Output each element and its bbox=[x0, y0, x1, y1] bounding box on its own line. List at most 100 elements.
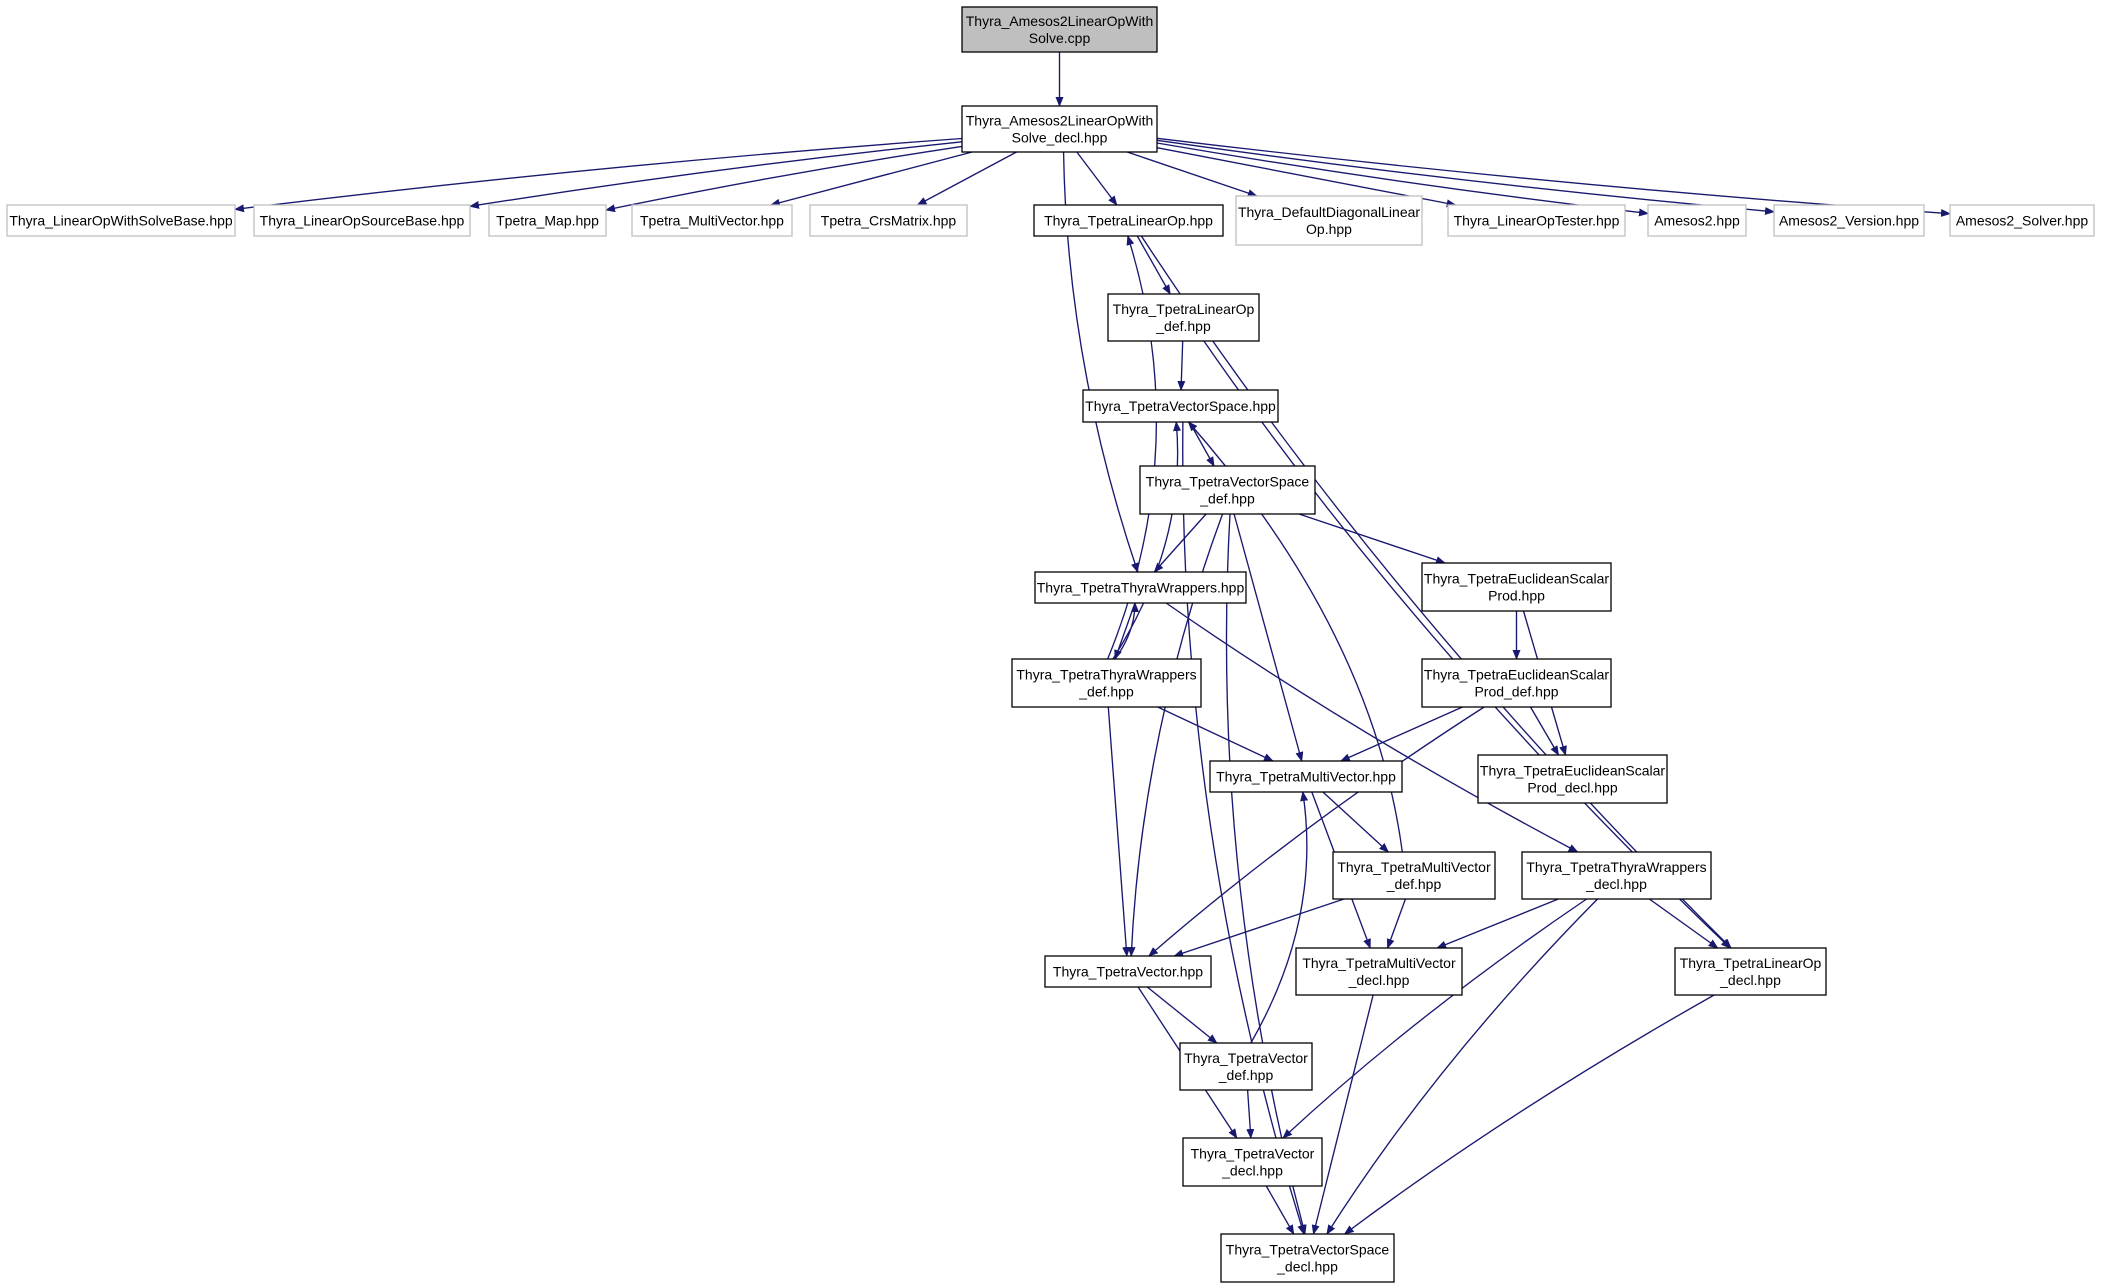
node-tpetra_mv[interactable]: Tpetra_MultiVector.hpp bbox=[631, 204, 793, 237]
node-label: Thyra_TpetraLinearOp bbox=[1113, 301, 1255, 317]
edge-amesos_decl-to-lows_base bbox=[234, 137, 963, 213]
node-box bbox=[1773, 204, 1925, 237]
node-label: Thyra_TpetraVectorSpace bbox=[1226, 1242, 1390, 1258]
node-label: Thyra_TpetraEuclideanScalar bbox=[1424, 667, 1610, 683]
node-label: Solve_decl.hpp bbox=[1012, 130, 1108, 146]
node-lows_base[interactable]: Thyra_LinearOpWithSolveBase.hpp bbox=[6, 204, 236, 237]
edge-tlo-to-tlo_def bbox=[1136, 235, 1171, 295]
node-label: _decl.hpp bbox=[1585, 876, 1647, 892]
node-label: Prod_decl.hpp bbox=[1527, 780, 1618, 796]
node-label: Thyra_LinearOpSourceBase.hpp bbox=[260, 213, 465, 229]
node-box bbox=[1209, 760, 1403, 793]
node-label: Thyra_Amesos2LinearOpWith bbox=[966, 13, 1154, 29]
node-lotester[interactable]: Thyra_LinearOpTester.hpp bbox=[1447, 204, 1626, 237]
node-box bbox=[631, 204, 793, 237]
node-label: Thyra_TpetraEuclideanScalar bbox=[1480, 763, 1666, 779]
edge-tmv-to-tmv_def bbox=[1322, 791, 1390, 853]
node-label: Prod_def.hpp bbox=[1474, 684, 1558, 700]
edge-ttw_decl-to-tvs_decl bbox=[1326, 898, 1599, 1235]
node-label: Thyra_LinearOpWithSolveBase.hpp bbox=[9, 213, 233, 229]
node-label: Tpetra_Map.hpp bbox=[496, 213, 599, 229]
node-tpetra_crs[interactable]: Tpetra_CrsMatrix.hpp bbox=[809, 204, 968, 237]
edge-amesos_decl-to-ddlo bbox=[1127, 151, 1258, 197]
edge-tvs_def-to-tmv bbox=[1233, 513, 1304, 762]
node-box bbox=[1421, 562, 1612, 612]
edge-tmv_decl-to-tvs_decl bbox=[1311, 994, 1374, 1235]
node-box bbox=[961, 6, 1158, 53]
node-box bbox=[1033, 204, 1224, 237]
node-label: Thyra_TpetraVector bbox=[1184, 1050, 1308, 1066]
node-tlo_def[interactable]: Thyra_TpetraLinearOp_def.hpp bbox=[1107, 293, 1260, 342]
node-amesos2_ver[interactable]: Amesos2_Version.hpp bbox=[1773, 204, 1925, 237]
node-label: _def.hpp bbox=[1218, 1067, 1274, 1083]
edge-ttw_decl-to-tv_decl bbox=[1282, 898, 1588, 1139]
node-label: Thyra_TpetraMultiVector.hpp bbox=[1216, 769, 1396, 785]
node-tv[interactable]: Thyra_TpetraVector.hpp bbox=[1044, 955, 1212, 988]
node-label: Solve.cpp bbox=[1029, 30, 1091, 46]
node-label: Prod.hpp bbox=[1488, 588, 1545, 604]
node-box bbox=[1295, 947, 1463, 996]
edge-amesos_decl-to-tpetra_mv bbox=[769, 151, 973, 207]
node-tvs[interactable]: Thyra_TpetraVectorSpace.hpp bbox=[1082, 389, 1279, 423]
node-label: _decl.hpp bbox=[1719, 972, 1781, 988]
node-ttw_def[interactable]: Thyra_TpetraThyraWrappers_def.hpp bbox=[1011, 658, 1202, 708]
nodes-layer: Thyra_Amesos2LinearOpWithSolve.cppThyra_… bbox=[6, 6, 2095, 1283]
node-box bbox=[6, 204, 236, 237]
node-label: _decl.hpp bbox=[1221, 1163, 1283, 1179]
node-tpetra_map[interactable]: Tpetra_Map.hpp bbox=[488, 204, 607, 237]
node-ttw[interactable]: Thyra_TpetraThyraWrappers.hpp bbox=[1034, 571, 1247, 604]
node-tmv[interactable]: Thyra_TpetraMultiVector.hpp bbox=[1209, 760, 1403, 793]
node-tv_def[interactable]: Thyra_TpetraVector_def.hpp bbox=[1179, 1042, 1313, 1091]
edge-amesos_decl-to-los_base bbox=[469, 141, 963, 209]
node-tmv_decl[interactable]: Thyra_TpetraMultiVector_decl.hpp bbox=[1295, 947, 1463, 996]
node-label: Thyra_TpetraVectorSpace bbox=[1146, 474, 1310, 490]
node-label: _def.hpp bbox=[1386, 876, 1442, 892]
node-box bbox=[1647, 204, 1747, 237]
edge-amesos_decl-to-tpetra_map bbox=[605, 145, 963, 213]
node-box bbox=[488, 204, 607, 237]
node-label: Thyra_TpetraMultiVector bbox=[1337, 859, 1491, 875]
node-label: Tpetra_MultiVector.hpp bbox=[640, 213, 784, 229]
node-label: Thyra_TpetraVectorSpace.hpp bbox=[1085, 398, 1276, 414]
node-los_base[interactable]: Thyra_LinearOpSourceBase.hpp bbox=[253, 204, 471, 237]
node-label: _decl.hpp bbox=[1348, 972, 1410, 988]
node-label: Thyra_TpetraThyraWrappers bbox=[1016, 667, 1196, 683]
node-label: Thyra_Amesos2LinearOpWith bbox=[966, 113, 1154, 129]
node-tv_decl[interactable]: Thyra_TpetraVector_decl.hpp bbox=[1182, 1137, 1323, 1187]
node-ttw_decl[interactable]: Thyra_TpetraThyraWrappers_decl.hpp bbox=[1521, 851, 1712, 900]
edge-ttw_def-to-tv bbox=[1107, 706, 1131, 957]
node-tlo_decl[interactable]: Thyra_TpetraLinearOp_decl.hpp bbox=[1674, 947, 1827, 996]
node-tmv_def[interactable]: Thyra_TpetraMultiVector_def.hpp bbox=[1332, 851, 1496, 900]
node-label: Amesos2.hpp bbox=[1654, 213, 1740, 229]
node-box bbox=[1421, 658, 1612, 708]
node-label: Thyra_TpetraVector.hpp bbox=[1053, 964, 1203, 980]
node-label: Amesos2_Version.hpp bbox=[1779, 213, 1919, 229]
node-label: _def.hpp bbox=[1199, 491, 1255, 507]
node-label: Amesos2_Solver.hpp bbox=[1956, 213, 2089, 229]
edge-tvs_def-to-tvs_decl bbox=[1225, 513, 1307, 1235]
node-label: Thyra_DefaultDiagonalLinear bbox=[1238, 204, 1420, 220]
node-amesos2_solver[interactable]: Amesos2_Solver.hpp bbox=[1949, 204, 2095, 237]
node-tlo[interactable]: Thyra_TpetraLinearOp.hpp bbox=[1033, 204, 1224, 237]
node-tvs_def[interactable]: Thyra_TpetraVectorSpace_def.hpp bbox=[1139, 465, 1316, 515]
edge-ttw_decl-to-tmv_decl bbox=[1436, 898, 1559, 949]
edge-tv_decl-to-tvs_decl bbox=[1265, 1185, 1295, 1235]
node-box bbox=[1044, 955, 1212, 988]
node-amesos2[interactable]: Amesos2.hpp bbox=[1647, 204, 1747, 237]
node-box bbox=[1082, 389, 1279, 423]
node-box bbox=[1107, 293, 1260, 342]
node-tvs_decl[interactable]: Thyra_TpetraVectorSpace_decl.hpp bbox=[1220, 1233, 1395, 1283]
node-box bbox=[1011, 658, 1202, 708]
node-box bbox=[1179, 1042, 1313, 1091]
node-box bbox=[1182, 1137, 1323, 1187]
edge-ttw-to-ttw_decl bbox=[1165, 602, 1579, 853]
node-label: Op.hpp bbox=[1306, 221, 1352, 237]
edge-tesp_def-to-tmv bbox=[1339, 706, 1463, 762]
